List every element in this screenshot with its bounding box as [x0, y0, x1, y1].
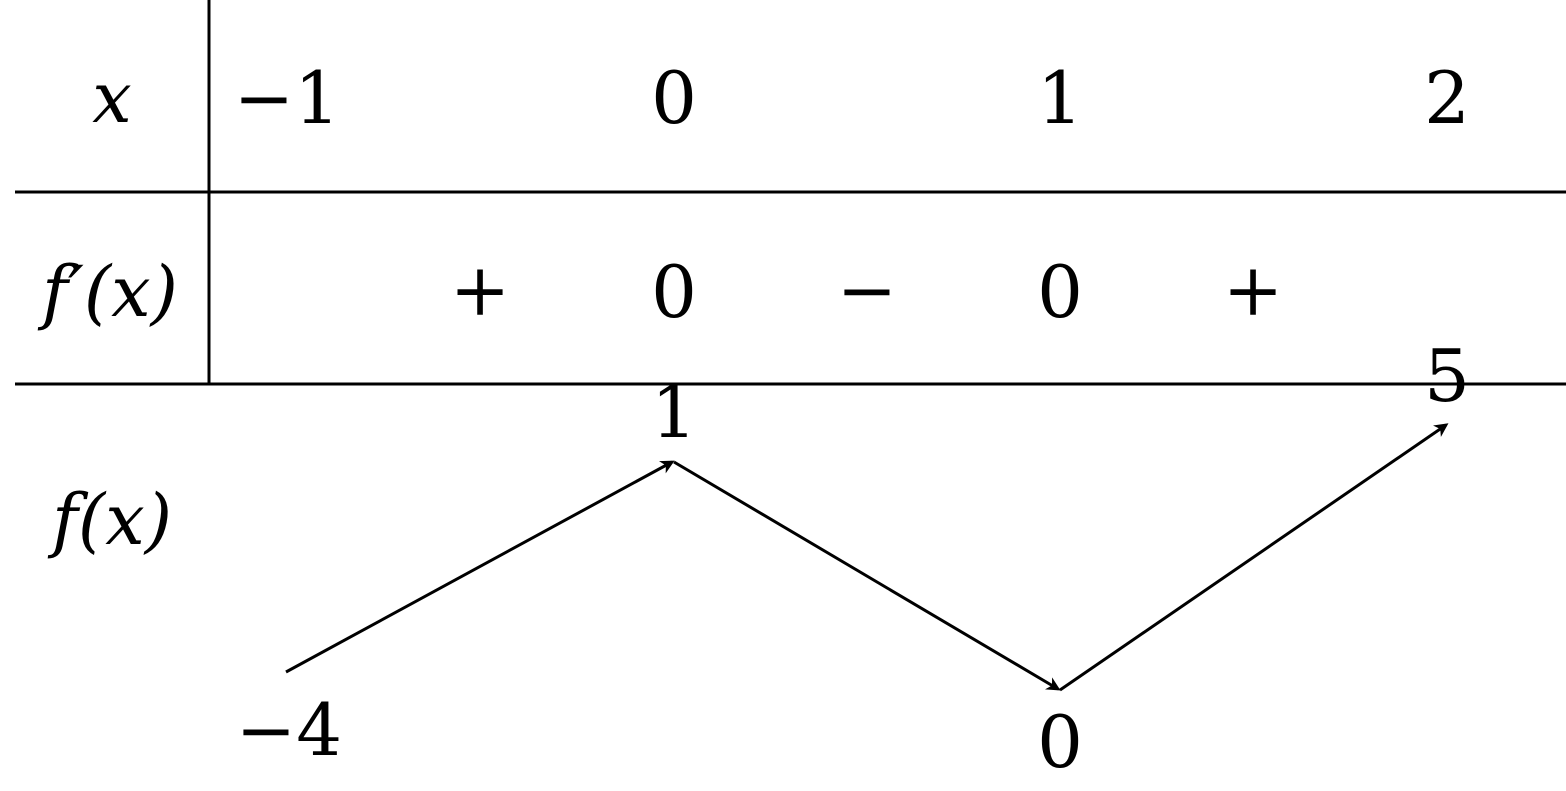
increase-arrow-1	[285, 460, 675, 674]
row-label-function: f(x)	[51, 479, 173, 561]
x-value: 1	[1037, 56, 1083, 140]
derivative-sign: +	[1222, 248, 1284, 332]
x-value: −1	[233, 56, 341, 140]
increase-arrow-2	[1059, 423, 1449, 692]
function-value: −4	[235, 688, 343, 772]
function-value: 1	[651, 370, 697, 454]
derivative-zero: 0	[651, 250, 697, 334]
x-value: 0	[651, 56, 697, 140]
derivative-sign: −	[836, 248, 898, 332]
decrease-arrow	[673, 460, 1061, 691]
row-label-derivative: f′(x)	[42, 251, 178, 333]
function-value: 5	[1424, 334, 1470, 418]
row-label-x: x	[92, 57, 132, 139]
derivative-sign: +	[449, 248, 511, 332]
x-value: 2	[1424, 56, 1470, 140]
derivative-zero: 0	[1037, 250, 1083, 334]
function-value: 0	[1037, 700, 1083, 784]
